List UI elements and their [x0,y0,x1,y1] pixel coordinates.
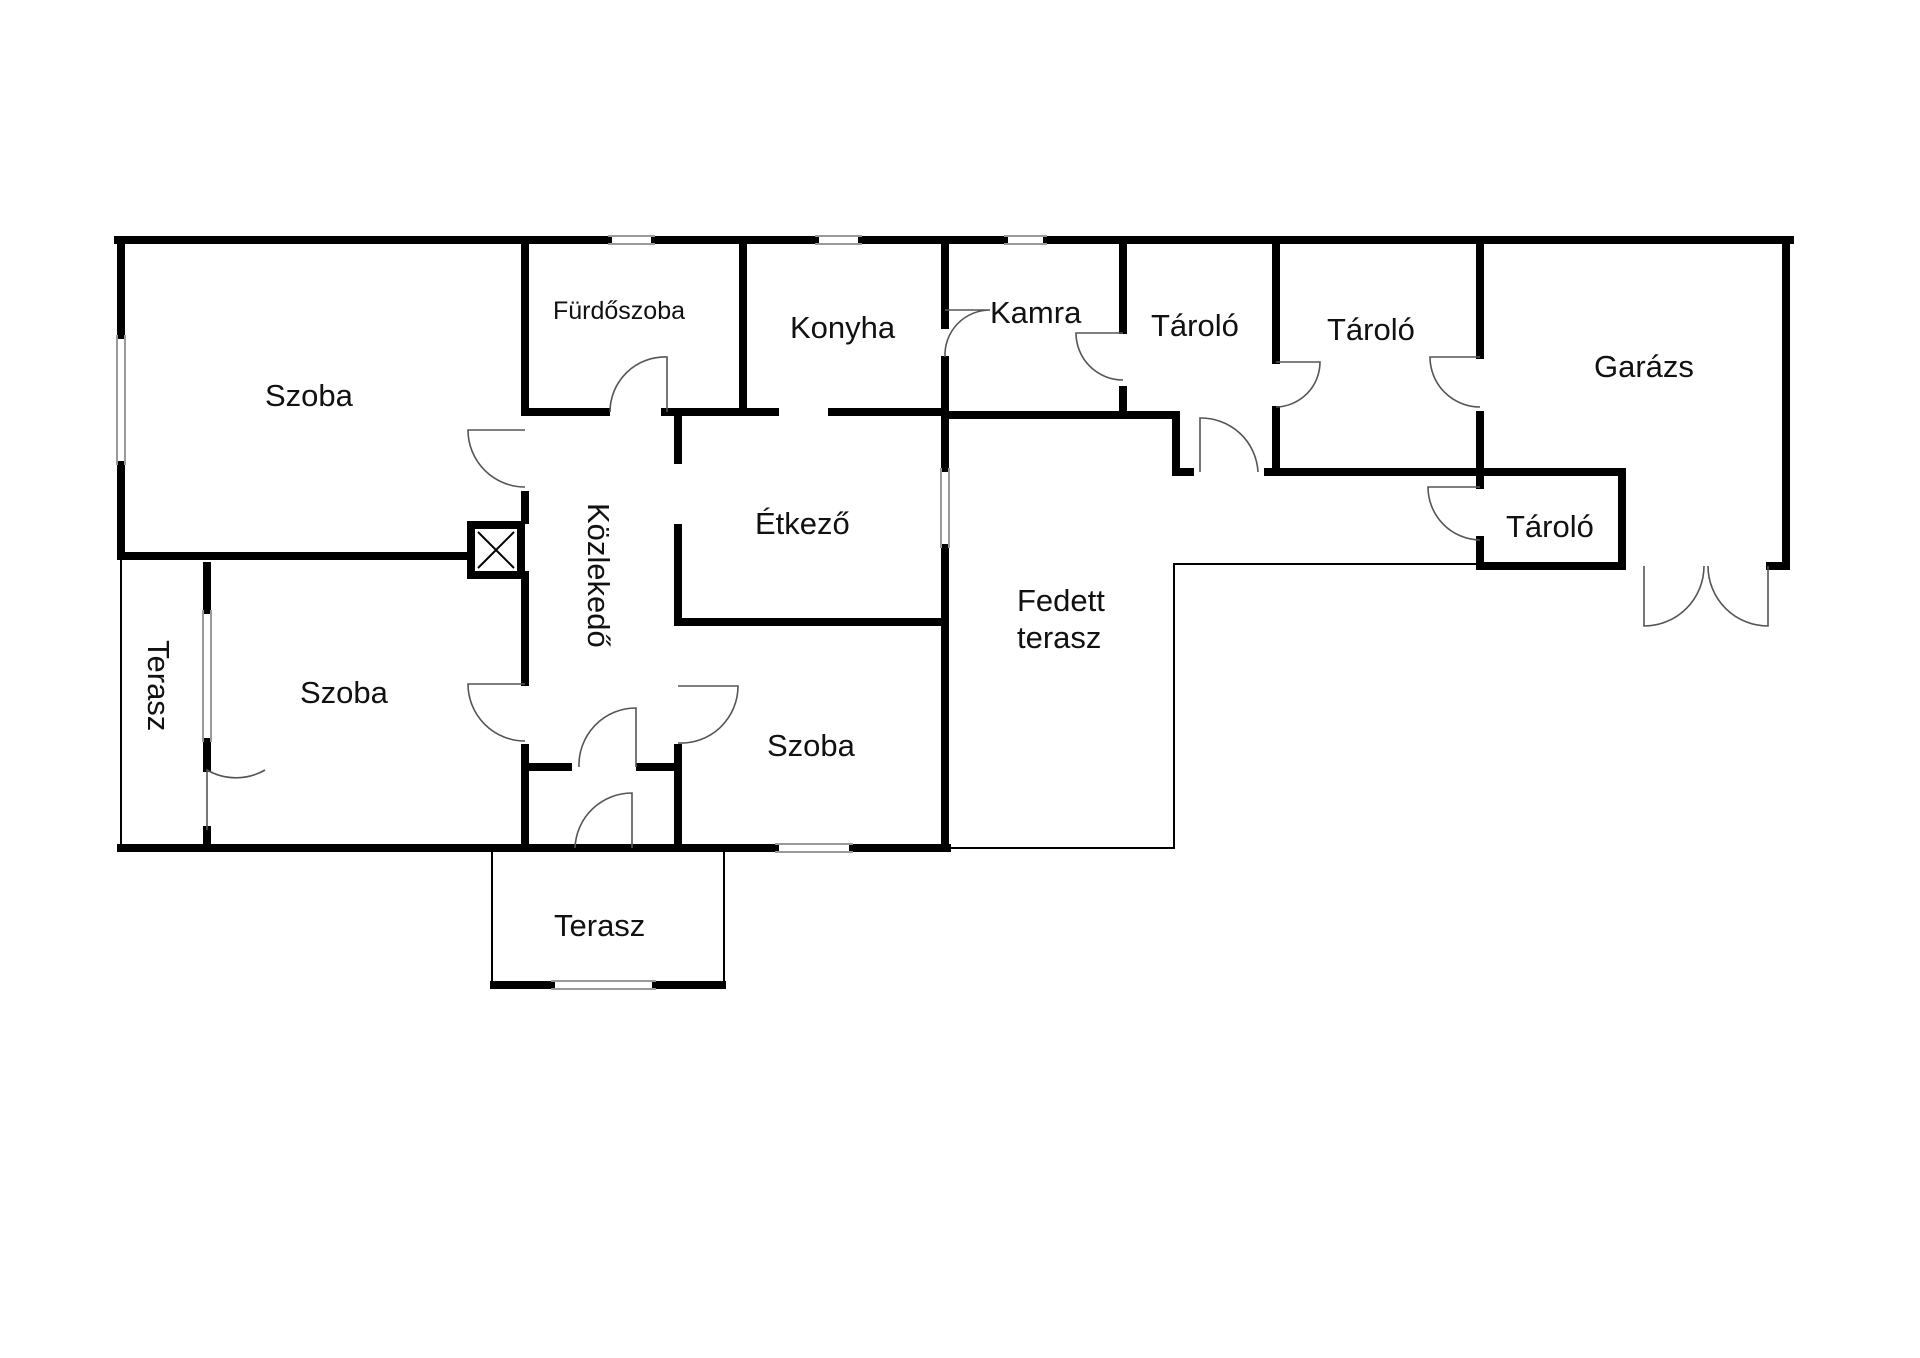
label-furdoszoba: Fürdőszoba [553,297,685,325]
label-garazs: Garázs [1594,349,1694,384]
label-kozlekedo: Közlekedő [581,503,616,648]
label-fedett: Fedett [1017,583,1105,618]
label-terasz-covered: terasz [1017,620,1101,655]
room-labels: Szoba Fürdőszoba Konyha Kamra Tároló Tár… [141,295,1694,943]
label-szoba-2: Szoba [300,675,389,710]
chimney-shaft [467,521,525,579]
windows [116,235,1047,990]
terrace-outlines [120,560,1480,985]
label-szoba-1: Szoba [265,378,354,413]
exterior-walls [114,236,1794,852]
label-tarolo-2: Tároló [1327,312,1415,347]
label-konyha: Konyha [790,310,896,345]
label-tarolo-1: Tároló [1151,308,1239,343]
label-kamra: Kamra [990,295,1082,330]
doors [206,309,1769,849]
label-szoba-3: Szoba [767,728,856,763]
label-tarolo-3: Tároló [1506,509,1594,544]
label-terasz-bottom: Terasz [554,908,645,943]
label-terasz-left: Terasz [141,640,176,731]
interior-walls [117,236,1790,852]
label-etkezo: Étkező [755,506,850,541]
